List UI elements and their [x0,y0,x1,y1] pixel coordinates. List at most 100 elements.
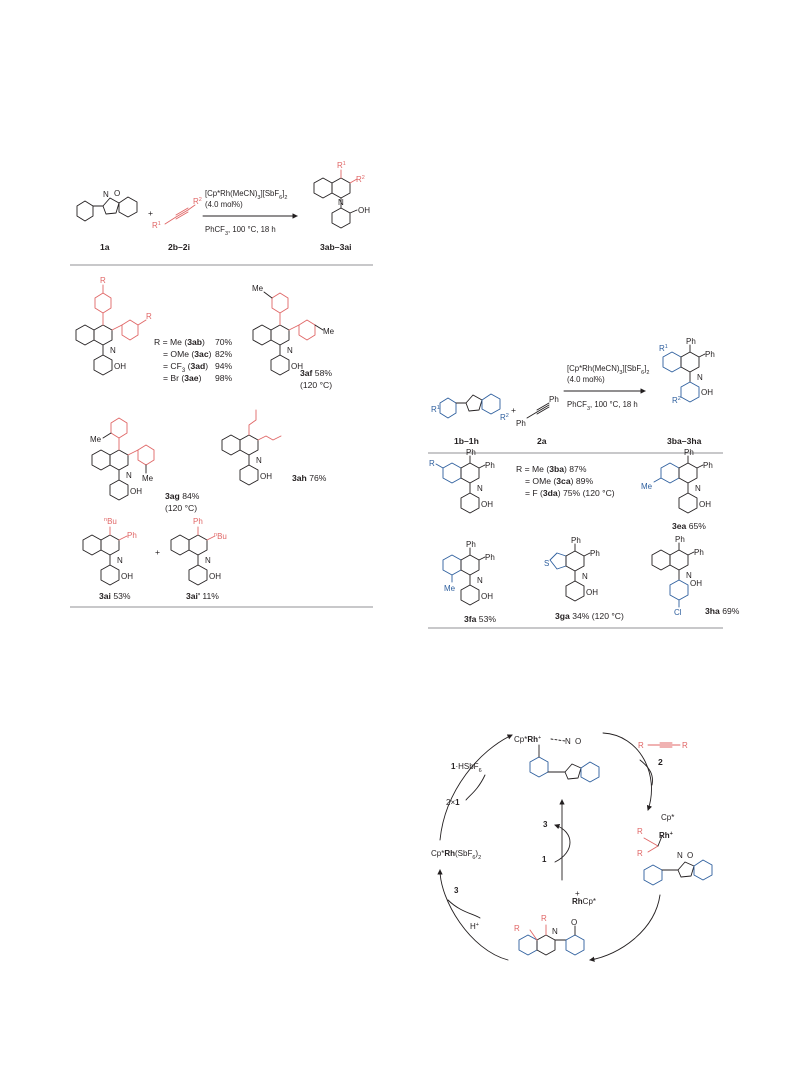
plus-sign: + [148,208,153,218]
conditions-text-2: PhCF3, 100 °C, 18 h [567,400,638,412]
ph1-3ea: Ph [684,448,694,457]
product-r2: R2 [356,175,365,184]
arrow-proton-branch [447,899,481,919]
loading-text-2: (4.0 mol%) [567,375,605,384]
s-3ga: S [544,559,549,568]
compound-3ag-structure [91,417,155,501]
ph2-3ga: Ph [590,549,600,558]
ph-3ai: Ph [127,531,137,540]
r-line-4: = Br (3ae)98% [163,373,233,383]
cycle-right-r2: R [637,849,643,858]
product-3ba-3ha-structure [662,344,706,403]
compound-3ab-structure [75,284,147,376]
me-3af-2: Me [323,327,335,336]
label-1a: 1a [100,242,110,252]
atom-oh-3ai-prime: OH [209,572,221,581]
rh-n-coordination [550,738,566,742]
n-3ea: N [695,484,701,493]
atom-oh-3af: OH [291,362,303,371]
label-3ga: 3ga 34% (120 °C) [555,611,624,621]
alkyne-r2: R2 [193,197,202,206]
cycle-center-1: 1 [542,855,547,864]
arrow-salt-branch [465,774,486,801]
plus-2: + [511,405,516,415]
cycle-bottom-complex-structure [518,924,585,956]
atom-n: N [103,190,109,199]
n-3ga: N [582,572,588,581]
oh-3fa: OH [481,592,493,601]
loading-text: (4.0 mol%) [205,200,243,209]
r-line-1: R = Me (3ab)70% [154,337,233,347]
label-3fa: 3fa 53% [464,614,496,624]
atom-oh-3ab: OH [114,362,126,371]
scheme1-header: N O 1a + R1 R2 2b–2i [Cp*Rh(MeCN)3][SbF6… [70,161,373,266]
conditions-text: PhCF3, 100 °C, 18 h [205,225,276,237]
r-line-2: = OMe (3ac)82% [163,349,233,359]
oh-3ga: OH [586,588,598,597]
cycle-bottom-rh: RhCp* [572,897,596,906]
cycle-bottom-r1: R [514,924,520,933]
label-1b-1h: 1b–1h [454,436,479,446]
compound-1a-structure [76,196,138,222]
compound-3fa-structure [442,547,486,606]
cycle-3-left: 3 [454,886,459,895]
substrate-table-1: R R N OH R = Me (3ab)70% = OMe (3ac)82% … [70,276,373,608]
me-3ag-2: Me [142,474,154,483]
arrow-top-to-right [602,732,653,811]
r2-line-2: = OMe (3ca) 89% [525,476,593,486]
cycle-alkyne-r1: R [638,741,644,750]
r-list-3ab-3ae: R = Me (3ab)70% = OMe (3ac)82% = CF3 (3a… [154,337,233,383]
r2-line-3: = F (3da) 75% (120 °C) [525,488,615,498]
n-3ha: N [686,571,692,580]
r-top: R [100,276,106,285]
scheme2-header: R1 R2 1b–1h + Ph Ph 2a [Cp*Rh(MeCN)3][Sb… [428,337,723,454]
cycle-alkyne-structure [647,742,681,748]
atom-oh-3ai: OH [121,572,133,581]
ph2-3ea: Ph [703,461,713,470]
ph2-3ha: Ph [694,548,704,557]
cycle-2x: 2×1 [446,798,460,807]
alkyne-r1: R1 [152,221,161,230]
cycle-top-complex-structure [529,744,600,783]
compound-3ai-structure [82,526,128,586]
atom-o: O [114,189,120,198]
arrow-bottom-to-left [437,869,509,961]
compound-3af-structure [252,291,324,376]
ph2-3ba: Ph [485,461,495,470]
prod-ph1-2: Ph [686,337,696,346]
me-3fa: Me [444,584,456,593]
cycle-right-r1: R [637,827,643,836]
label-3ba-3ha: 3ba–3ha [667,436,702,446]
cycle-alkyne-id: 2 [658,757,663,767]
label-2b-2i: 2b–2i [168,242,190,252]
cycle-left-catalyst: Cp*Rh(SbF6)2 [431,849,481,861]
cl-3ha: Cl [674,608,682,617]
atom-oh-3ag: OH [130,487,142,496]
label-3ea: 3ea 65% [672,521,706,531]
label-3ai: 3ai 53% [99,591,131,601]
cycle-bottom-plus: + [575,889,580,898]
cycle-top-cp: Cp*Rh+ [514,735,541,744]
atom-n-3ai-prime: N [205,556,211,565]
r2-line-1: R = Me (3ba) 87% [516,464,587,474]
atom-oh-3ah: OH [260,472,272,481]
oh-3ba: OH [481,500,493,509]
product-3ab-3ai-structure [313,169,358,229]
r1-1b: R1 [431,405,440,414]
n-3ba: N [477,484,483,493]
ph-2a-1: Ph [516,419,526,428]
atom-n-3af: N [287,346,293,355]
cycle-center-3: 3 [543,820,548,829]
compound-3ha-structure [651,542,695,608]
ph1-3ha: Ph [675,535,685,544]
atom-n-3ah: N [256,456,262,465]
product-n: N [338,198,344,207]
ph2-3fa: Ph [485,553,495,562]
arrow-left-to-top [439,734,513,841]
r2-1b: R2 [500,413,509,422]
compound-3ai-prime-structure [170,526,216,586]
prod-ph2-2: Ph [705,350,715,359]
arrow-center-exchange [554,823,571,863]
cycle-alkyne-r2: R [682,741,688,750]
